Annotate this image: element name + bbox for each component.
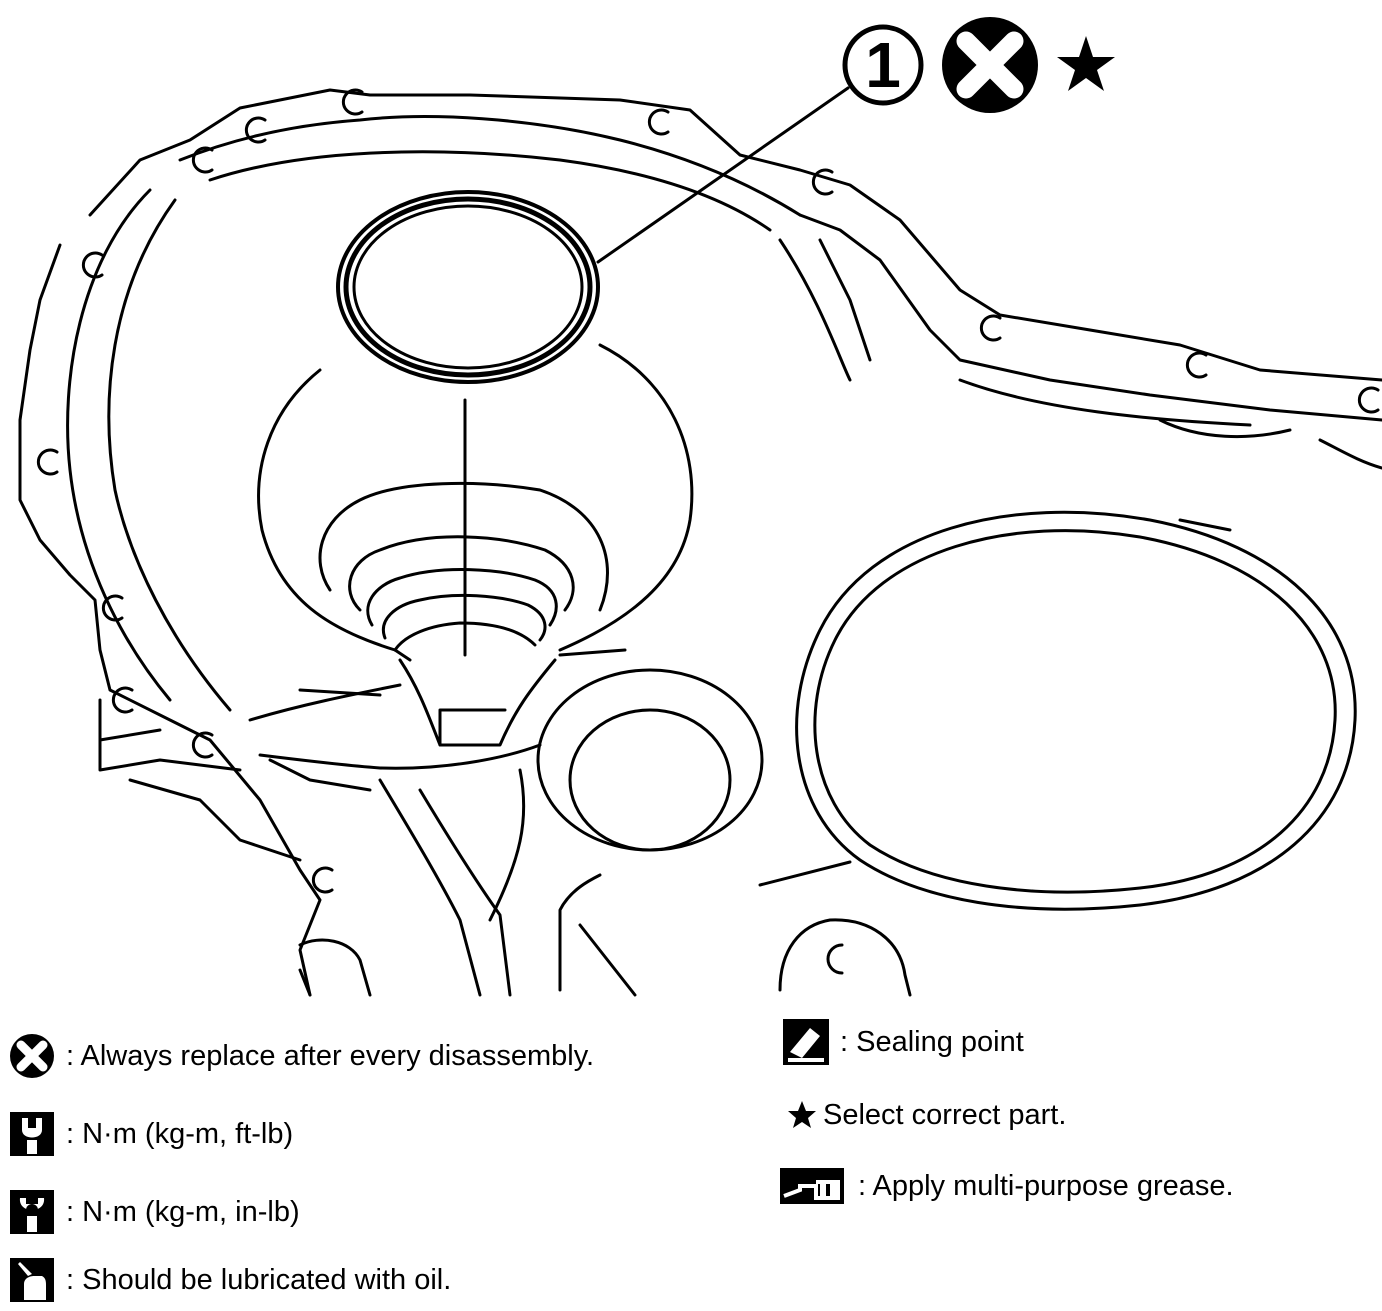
x-circle-icon <box>8 1032 56 1080</box>
case-flange <box>18 88 1382 997</box>
central-bore <box>248 343 694 747</box>
legend-replace: : Always replace after every disassembly… <box>8 1032 594 1080</box>
legend-torque-ft-text: : N·m (kg-m, ft-lb) <box>66 1117 294 1150</box>
legend-replace-text: : Always replace after every disassembly… <box>66 1039 595 1072</box>
legend-lubricate-text: : Should be lubricated with oil. <box>66 1263 452 1296</box>
legend-sealing: : Sealing point <box>782 1018 1024 1066</box>
legend-grease: : Apply multi-purpose grease. <box>780 1168 1234 1204</box>
legend-select-part: Select correct part. <box>787 1100 1066 1130</box>
legend-torque-in-text: : N·m (kg-m, in-lb) <box>66 1195 300 1228</box>
legend-grease-text: : Apply multi-purpose grease. <box>858 1169 1234 1202</box>
callout-number-badge: 1 <box>842 24 924 106</box>
bolt-holes <box>36 88 1380 975</box>
o-ring-seal <box>336 190 600 384</box>
large-bore <box>758 510 1357 911</box>
transmission-case-diagram: 1 <box>18 17 1382 997</box>
sealant-tube-icon <box>782 1018 830 1066</box>
wrench-solid-icon <box>8 1188 56 1236</box>
wrench-icon <box>8 1110 56 1158</box>
legend-torque-ft: : N·m (kg-m, ft-lb) <box>8 1110 293 1158</box>
star-icon <box>787 1100 817 1130</box>
legend-torque-in: : N·m (kg-m, in-lb) <box>8 1188 300 1236</box>
grease-gun-icon <box>780 1168 844 1204</box>
star-icon <box>1057 36 1115 91</box>
callout-leader-line <box>596 86 850 264</box>
callout-number: 1 <box>865 29 901 101</box>
legend-lubricate: : Should be lubricated with oil. <box>8 1256 451 1304</box>
legend-sealing-text: : Sealing point <box>840 1025 1024 1058</box>
lower-ribs <box>258 688 912 997</box>
side-bore <box>536 668 764 852</box>
x-circle-icon <box>942 17 1038 113</box>
legend-select-part-text: Select correct part. <box>823 1098 1067 1131</box>
oil-can-icon <box>8 1256 56 1304</box>
